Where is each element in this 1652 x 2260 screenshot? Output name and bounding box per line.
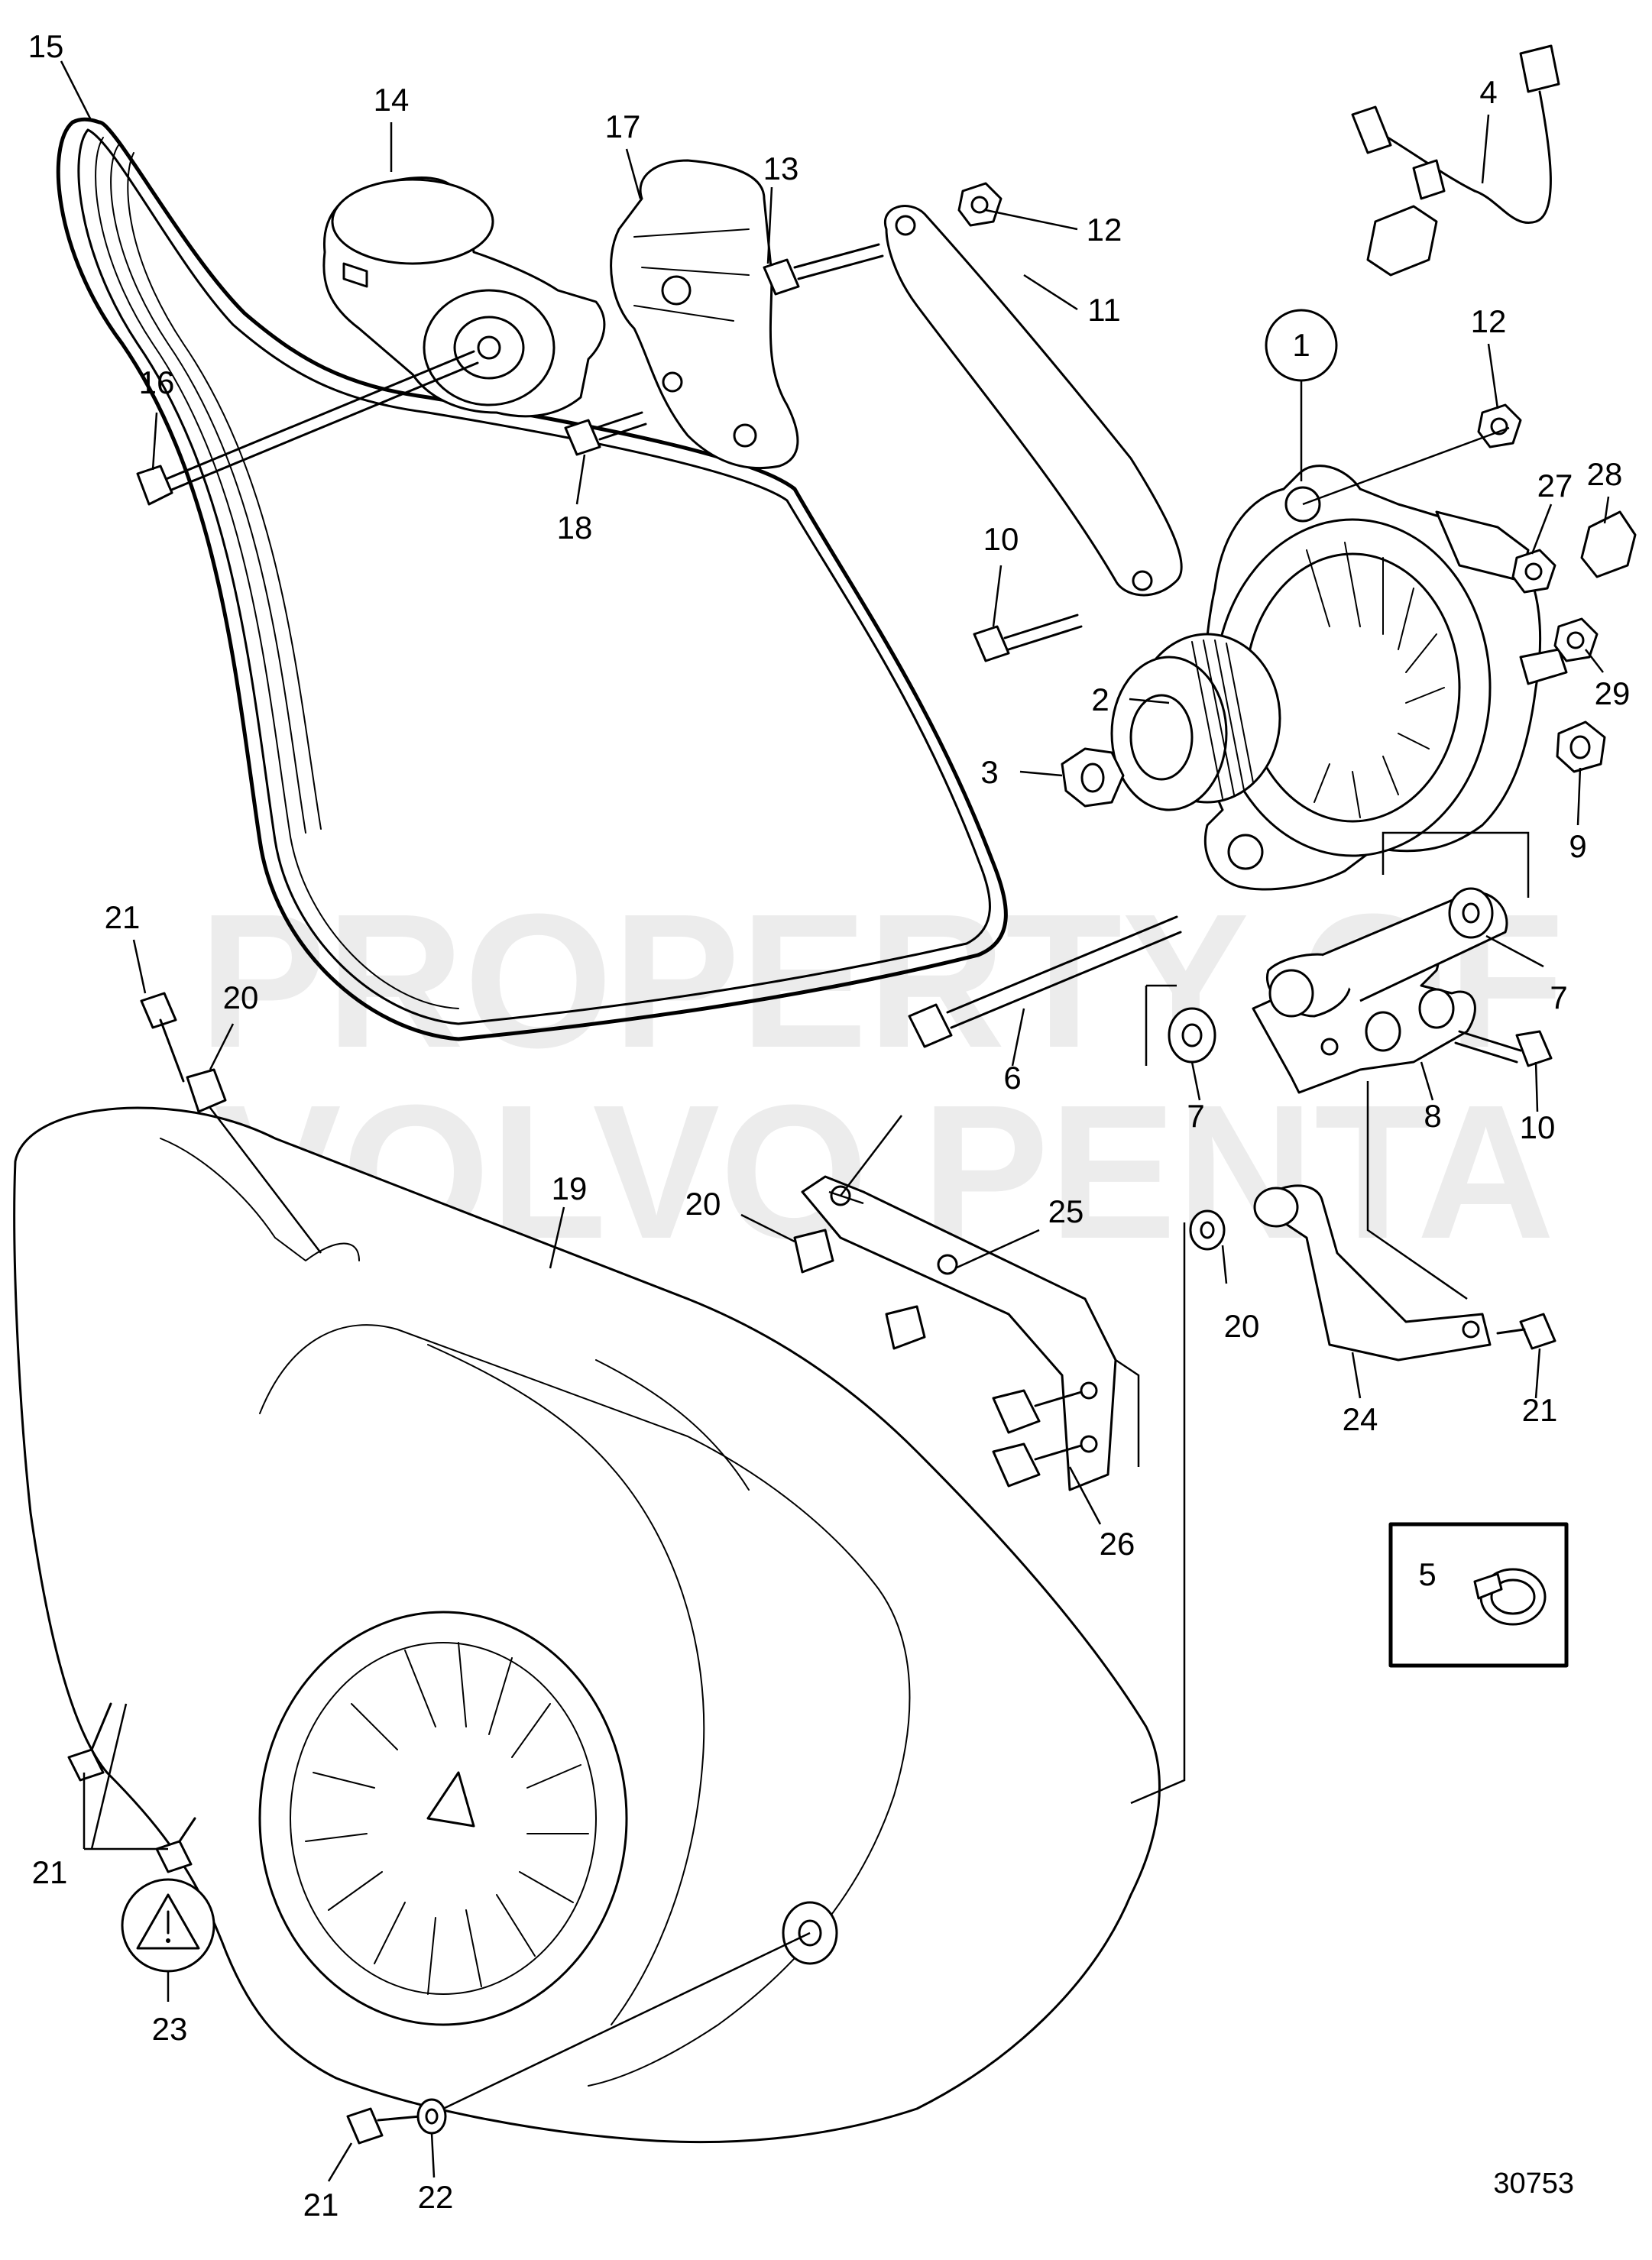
callout-8: 8 <box>1424 1098 1441 1134</box>
washer-22 <box>416 2098 447 2135</box>
leader-lines <box>60 60 1610 2182</box>
bolt-10-upper <box>973 614 1083 662</box>
bolt-13 <box>763 243 884 296</box>
callout-20-middle: 20 <box>685 1186 721 1222</box>
cover-vent <box>258 1611 628 2026</box>
callout-2: 2 <box>1091 682 1109 717</box>
washer-7-left <box>1168 1007 1216 1064</box>
alignment-brackets <box>1115 831 1530 1805</box>
nut-9 <box>1556 720 1606 773</box>
callout-25: 25 <box>1048 1193 1084 1229</box>
callout-16: 16 <box>139 364 175 400</box>
cap-28 <box>1580 510 1637 578</box>
bolt-10-lower <box>1454 1030 1553 1067</box>
nut-12-top <box>957 182 1003 227</box>
callout-21-lower-left: 21 <box>32 1854 68 1890</box>
callout-21-right: 21 <box>1522 1392 1558 1428</box>
callout-14: 14 <box>374 82 410 118</box>
callout-17: 17 <box>605 108 641 144</box>
bolt-21-top-left <box>140 992 185 1083</box>
callout-12-right: 12 <box>1471 303 1507 339</box>
bolts-26 <box>992 1389 1083 1488</box>
callout-5: 5 <box>1418 1556 1436 1592</box>
callout-20-top-left: 20 <box>223 979 259 1015</box>
callout-7-right: 7 <box>1550 979 1567 1015</box>
bracket-24 <box>1253 1184 1492 1362</box>
callout-18: 18 <box>557 510 593 546</box>
callout-6: 6 <box>1003 1060 1021 1096</box>
grommet-20-top-left <box>186 1068 227 1113</box>
callout-7-left: 7 <box>1187 1098 1204 1134</box>
callout-23: 23 <box>152 2011 188 2047</box>
tensioner-bracket <box>610 159 799 470</box>
drive-belt <box>56 117 1008 1041</box>
grommet-20-middle <box>793 1229 926 1350</box>
callout-15: 15 <box>28 28 64 64</box>
grommet-20-right <box>1189 1209 1226 1251</box>
callout-27: 27 <box>1537 468 1573 503</box>
callout-28: 28 <box>1587 456 1623 492</box>
callout-1: 1 <box>1292 327 1310 363</box>
long-bolt-6 <box>908 915 1182 1048</box>
callout-26: 26 <box>1100 1526 1135 1562</box>
callout-21-bottom: 21 <box>303 2187 339 2223</box>
nut-12-right <box>1477 403 1522 448</box>
callout-10-lower: 10 <box>1520 1109 1556 1145</box>
belt-tensioner <box>322 176 606 418</box>
clamp-inset-box <box>1388 1522 1569 1668</box>
bolt-21-right <box>1496 1313 1556 1350</box>
callout-20-right: 20 <box>1224 1308 1260 1344</box>
callout-9: 9 <box>1569 828 1586 864</box>
cable-harness <box>1351 44 1560 277</box>
callout-3: 3 <box>980 754 998 790</box>
hose-clamp-icon <box>1473 1568 1547 1626</box>
alternator <box>1203 465 1568 891</box>
callout-11: 11 <box>1087 292 1121 328</box>
warning-triangle-icon <box>121 1878 215 1973</box>
bolt-16 <box>136 350 479 506</box>
callout-29: 29 <box>1595 675 1631 711</box>
bolt-21-bottom <box>346 2107 422 2145</box>
callout-12-top: 12 <box>1087 212 1122 248</box>
callout-21-top-left: 21 <box>105 899 141 935</box>
washer-7-right <box>1448 887 1494 939</box>
callout-22: 22 <box>418 2179 454 2215</box>
callout-labels: 1 2 3 4 5 6 7 7 8 9 10 10 11 12 12 13 14… <box>28 28 1631 2223</box>
nut-27 <box>1511 549 1556 594</box>
callout-10-upper: 10 <box>983 521 1019 557</box>
callout-4: 4 <box>1479 74 1497 110</box>
pulley-nut <box>1061 747 1125 808</box>
callout-13: 13 <box>763 151 799 186</box>
drawing-number: 30753 <box>1493 2168 1574 2200</box>
callout-24: 24 <box>1343 1401 1378 1437</box>
adjusting-bar <box>883 205 1183 597</box>
bolt-18 <box>564 411 647 456</box>
callout-19: 19 <box>552 1170 588 1206</box>
pulley <box>1110 633 1281 811</box>
